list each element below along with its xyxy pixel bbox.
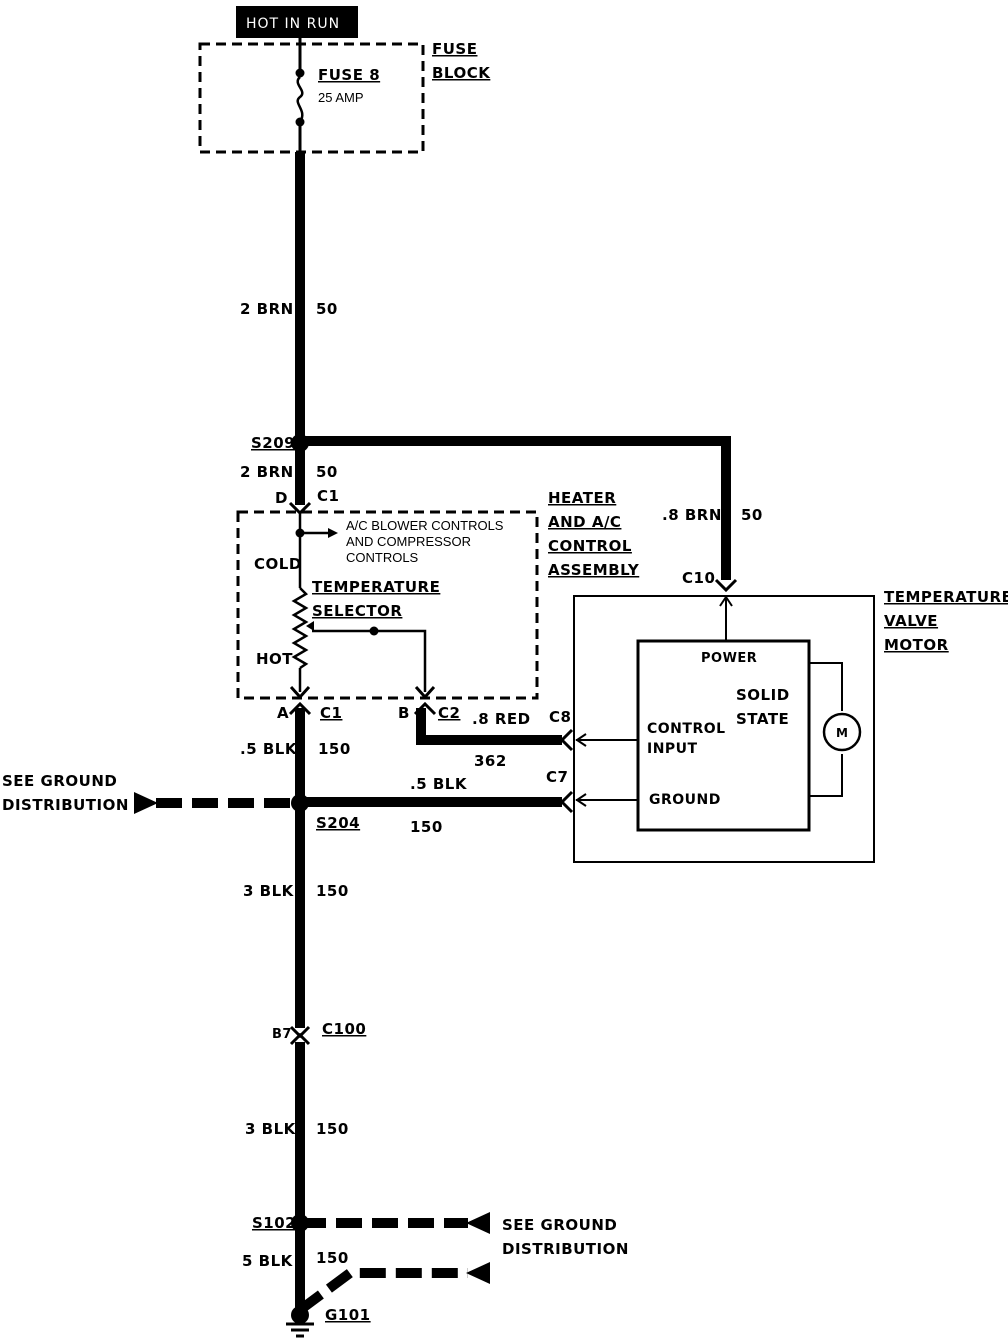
blower-controls-arrow	[328, 528, 338, 538]
temperature-selector-title-1: TEMPERATURE	[312, 578, 440, 596]
splice-s204-label: S204	[316, 814, 360, 832]
blower-note-2: AND COMPRESSOR	[346, 534, 471, 549]
connector-c8	[559, 728, 574, 752]
ground-input-arrow	[575, 793, 587, 807]
ground-ref-left-2: DISTRIBUTION	[2, 796, 129, 814]
wiper-lead	[312, 629, 427, 692]
motor-title-2: VALVE	[884, 612, 938, 630]
wiper-arrow	[306, 621, 314, 631]
control-assembly-title-4: ASSEMBLY	[548, 561, 640, 579]
power-input-arrow	[719, 595, 733, 607]
bottom-wire-gauge: 5 BLK	[242, 1252, 294, 1270]
fuse-block-title-1: FUSE	[432, 40, 477, 58]
connector-c10-label: C10	[682, 569, 715, 587]
splice-s102-label: S102	[252, 1214, 296, 1232]
connector-c8-label: C8	[549, 708, 571, 726]
ground-g101-junction	[291, 1306, 309, 1324]
connector-c1-pin-a: A	[277, 704, 289, 722]
fuse-block-outline	[198, 42, 425, 154]
fuse-block-title-2: BLOCK	[432, 64, 491, 82]
low-wire-circuit: 150	[316, 1120, 349, 1138]
control-assembly-outline	[236, 510, 539, 700]
ground-a-wire-gauge: .5 BLK	[240, 740, 298, 758]
c2-wire-gauge: .8 RED	[472, 710, 531, 728]
connector-c7-label: C7	[546, 768, 568, 786]
connector-c100-label: C100	[322, 1020, 366, 1038]
blower-note-3: CONTROLS	[346, 550, 419, 565]
motor-feed-wire	[300, 436, 731, 580]
splice-s209-label: S209	[251, 434, 295, 452]
motor-control-input-1: CONTROL	[647, 721, 726, 737]
control-assembly-title-3: CONTROL	[548, 537, 632, 555]
blower-note-1: A/C BLOWER CONTROLS	[346, 518, 504, 533]
ground-ref-right-wire-2	[297, 1268, 468, 1315]
ground-ref-left-arrow	[134, 792, 158, 814]
motor-solid-state-2: STATE	[736, 710, 789, 728]
connector-c1-bottom-internal	[289, 685, 311, 700]
motor-symbol-circle	[822, 712, 862, 752]
c2-to-c8-wire	[416, 708, 562, 745]
motor-symbol-label: M	[836, 726, 848, 740]
ground-g101-label: G101	[325, 1306, 371, 1324]
fuse-element-symbol	[296, 76, 304, 123]
ground-a-wire-circuit: 150	[318, 740, 351, 758]
motor-outer-box	[573, 595, 875, 863]
selector-hot-label: HOT	[256, 650, 293, 668]
ground-ref-right-2: DISTRIBUTION	[502, 1240, 629, 1258]
connector-c100-pin: B7	[272, 1027, 292, 1042]
ground-ref-right-1: SEE GROUND	[502, 1216, 617, 1234]
low-wire-gauge: 3 BLK	[245, 1120, 297, 1138]
control-input-arrow	[575, 733, 587, 747]
motor-winding-bottom-lead	[809, 754, 843, 797]
control-assembly-title-1: HEATER	[548, 489, 616, 507]
c7-wire-circuit: 150	[410, 818, 443, 836]
connector-c2-label: C2	[438, 704, 460, 722]
c7-wire-gauge: .5 BLK	[410, 775, 468, 793]
motor-feed-wire-circuit: 50	[741, 506, 763, 524]
bottom-wire-circuit: 150	[316, 1249, 349, 1267]
motor-feed-wire-gauge: .8 BRN	[662, 506, 722, 524]
power-source-box	[236, 6, 358, 38]
motor-control-input-2: INPUT	[647, 741, 698, 757]
motor-solid-state-box	[636, 639, 811, 832]
mid-wire-circuit: 150	[316, 882, 349, 900]
s209-wire-circuit: 50	[316, 463, 338, 481]
ground-ref-right-arrow-2	[466, 1262, 490, 1284]
temperature-selector-resistor	[291, 587, 309, 670]
wiper-junction	[369, 626, 379, 636]
motor-ground-label: GROUND	[649, 792, 721, 808]
main-wire-gauge: 2 BRN	[240, 300, 294, 318]
c2-wire-circuit: 362	[474, 752, 507, 770]
connector-c1-bottom	[288, 701, 312, 716]
motor-solid-state-1: SOLID	[736, 686, 790, 704]
selector-cold-label: COLD	[254, 555, 302, 573]
motor-title-1: TEMPERATURE	[884, 588, 1008, 606]
connector-c10	[714, 578, 738, 593]
power-source-label: HOT IN RUN	[246, 16, 340, 32]
fuse-terminal-top	[295, 68, 305, 78]
connector-c1-bottom-label: C1	[320, 704, 342, 722]
motor-winding-top-lead	[809, 662, 843, 711]
fuse-rating: 25 AMP	[318, 90, 364, 105]
fuse-name: FUSE 8	[318, 66, 380, 84]
connector-c1-top-label: C1	[317, 487, 339, 505]
connector-c7	[559, 790, 574, 814]
connector-c100-bottom	[289, 1032, 311, 1046]
temperature-selector-title-2: SELECTOR	[312, 602, 402, 620]
main-wire-circuit: 50	[316, 300, 338, 318]
ground-ref-left-1: SEE GROUND	[2, 772, 117, 790]
mid-wire-gauge: 3 BLK	[243, 882, 295, 900]
s209-wire-gauge: 2 BRN	[240, 463, 294, 481]
ground-ref-right-arrow-1	[466, 1212, 490, 1234]
control-assembly-title-2: AND A/C	[548, 513, 621, 531]
connector-c1-pin-d: D	[275, 489, 288, 507]
motor-title-3: MOTOR	[884, 636, 949, 654]
motor-power-label: POWER	[701, 651, 757, 666]
connector-c2-pin-b: B	[398, 704, 410, 722]
connector-c2-internal	[414, 685, 436, 700]
